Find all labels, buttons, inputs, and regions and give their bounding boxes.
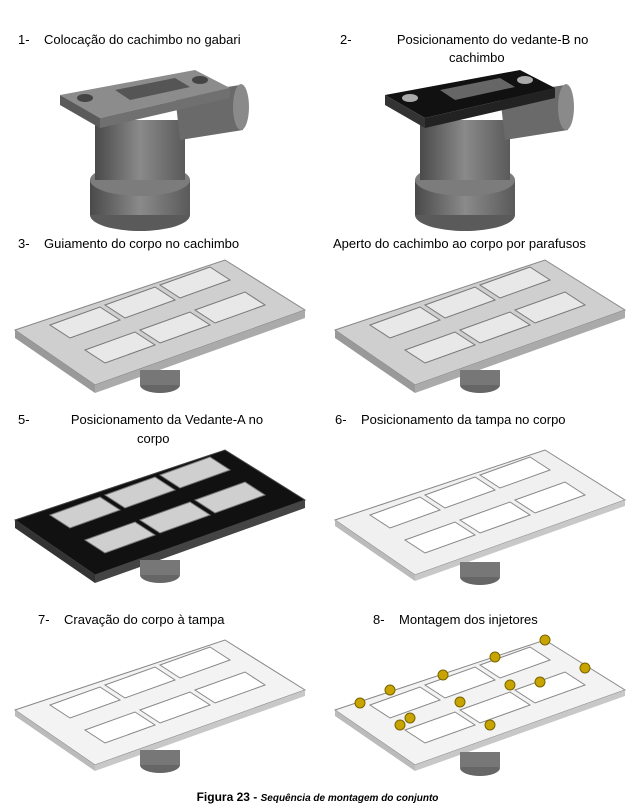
step-2-text-line2: cachimbo bbox=[449, 50, 505, 65]
step-7-number: 7- bbox=[38, 612, 50, 627]
step-1-text: Colocação do cachimbo no gabari bbox=[44, 32, 241, 47]
step-7-caption: 7- Cravação do corpo à tampa bbox=[38, 612, 224, 628]
step-3-image bbox=[13, 259, 307, 393]
step-5-image bbox=[13, 449, 307, 583]
step-7-text: Cravação do corpo à tampa bbox=[64, 612, 225, 627]
step-2-caption: 2- Posicionamento do vedante-B no bbox=[340, 32, 588, 48]
step-4-image bbox=[333, 259, 627, 393]
figure-label: Figura 23 - bbox=[196, 790, 258, 804]
step-7-image bbox=[13, 639, 307, 773]
step-8-text: Montagem dos injetores bbox=[399, 612, 538, 627]
figure-description: Sequência de montagem do conjunto bbox=[260, 793, 439, 804]
step-2-text: Posicionamento do vedante-B no bbox=[396, 32, 589, 47]
step-1-number: 1- bbox=[18, 32, 30, 47]
step-6-text: Posicionamento da tampa no corpo bbox=[361, 412, 566, 427]
step-6-image bbox=[333, 449, 627, 585]
step-4-caption: Aperto do cachimbo ao corpo por parafuso… bbox=[333, 236, 586, 252]
step-8-caption: 8- Montagem dos injetores bbox=[373, 612, 538, 628]
step-8-image bbox=[333, 634, 627, 776]
step-3-caption: 3- Guiamento do corpo no cachimbo bbox=[18, 236, 239, 252]
step-2-image bbox=[385, 70, 574, 231]
step-4-text: Aperto do cachimbo ao corpo por parafuso… bbox=[333, 236, 586, 251]
step-5-text: Posicionamento da Vedante-A no bbox=[70, 412, 264, 427]
step-5-number: 5- bbox=[18, 412, 30, 427]
step-2-number: 2- bbox=[340, 32, 352, 47]
step-8-number: 8- bbox=[373, 612, 385, 627]
step-1-image bbox=[60, 70, 249, 231]
step-6-number: 6- bbox=[335, 412, 347, 427]
step-6-caption: 6- Posicionamento da tampa no corpo bbox=[335, 412, 566, 428]
figure-caption: Figura 23 - Sequência de montagem do con… bbox=[0, 790, 635, 804]
step-5-text-line2: corpo bbox=[137, 431, 170, 446]
step-3-text: Guiamento do corpo no cachimbo bbox=[44, 236, 240, 251]
step-5-caption: 5- Posicionamento da Vedante-A no bbox=[18, 412, 263, 428]
step-3-number: 3- bbox=[18, 236, 30, 251]
step-1-caption: 1- Colocação do cachimbo no gabari bbox=[18, 32, 241, 48]
